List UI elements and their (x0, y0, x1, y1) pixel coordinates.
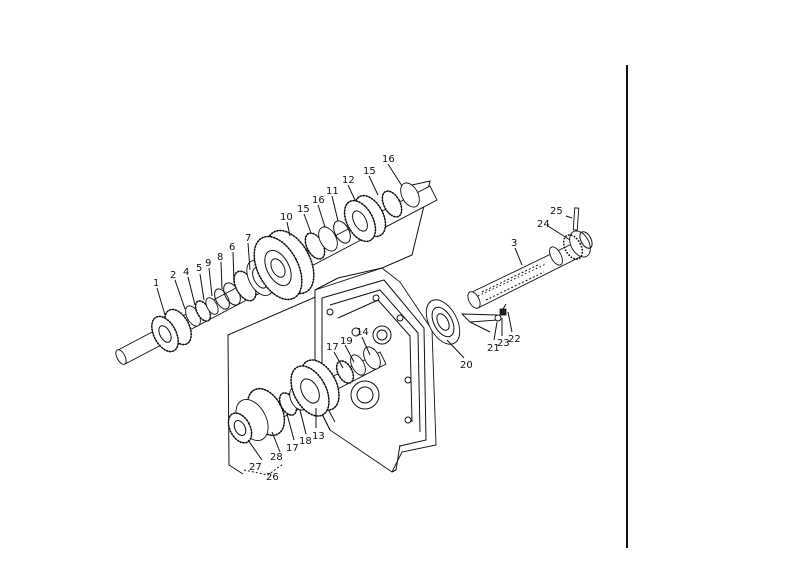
label-1: 1 (153, 278, 159, 289)
label-19: 19 (340, 336, 353, 347)
gearbox-housing (314, 267, 437, 473)
label-17a: 17 (326, 342, 339, 353)
label-6: 6 (229, 242, 235, 253)
label-11: 11 (326, 186, 339, 197)
label-4: 4 (183, 267, 189, 278)
label-14: 14 (356, 327, 369, 338)
label-21: 21 (487, 343, 500, 354)
leader-lines (156, 163, 573, 476)
part-labels: 1 2 4 5 9 8 6 7 10 15 16 11 12 15 16 3 2… (153, 154, 563, 483)
label-20: 20 (460, 360, 473, 371)
gear-10 (253, 229, 315, 301)
label-16a: 16 (312, 195, 325, 206)
splined-shaft-3 (467, 230, 593, 309)
label-23: 23 (497, 338, 510, 349)
label-28: 28 (270, 452, 283, 463)
bearings-right-15-16 (381, 182, 420, 218)
label-8: 8 (217, 252, 223, 263)
label-18: 18 (299, 436, 312, 447)
label-10: 10 (280, 212, 293, 223)
gear-12 (343, 194, 387, 243)
label-16b: 16 (382, 154, 395, 165)
label-9: 9 (205, 258, 211, 269)
label-26: 26 (266, 472, 279, 483)
label-5: 5 (196, 263, 202, 274)
upper-shaft-assembly (115, 182, 438, 365)
gear-13 (290, 359, 340, 417)
gear-1 (151, 308, 192, 353)
label-22: 22 (508, 334, 521, 345)
bearing-parts-2-5 (185, 297, 219, 327)
label-7: 7 (245, 233, 251, 244)
label-17b: 17 (286, 443, 299, 454)
label-3: 3 (511, 238, 517, 249)
label-24: 24 (537, 219, 550, 230)
label-15b: 15 (363, 166, 376, 177)
label-13: 13 (312, 431, 325, 442)
label-15a: 15 (297, 204, 310, 215)
gear-27-28 (227, 387, 286, 444)
label-12: 12 (342, 175, 355, 186)
lever-21-23 (460, 303, 507, 333)
seal-20 (425, 299, 461, 345)
bearings-15-16 (304, 220, 351, 260)
label-27: 27 (249, 462, 262, 473)
label-25: 25 (550, 206, 563, 217)
label-2: 2 (170, 270, 176, 281)
pin-25 (572, 207, 580, 231)
